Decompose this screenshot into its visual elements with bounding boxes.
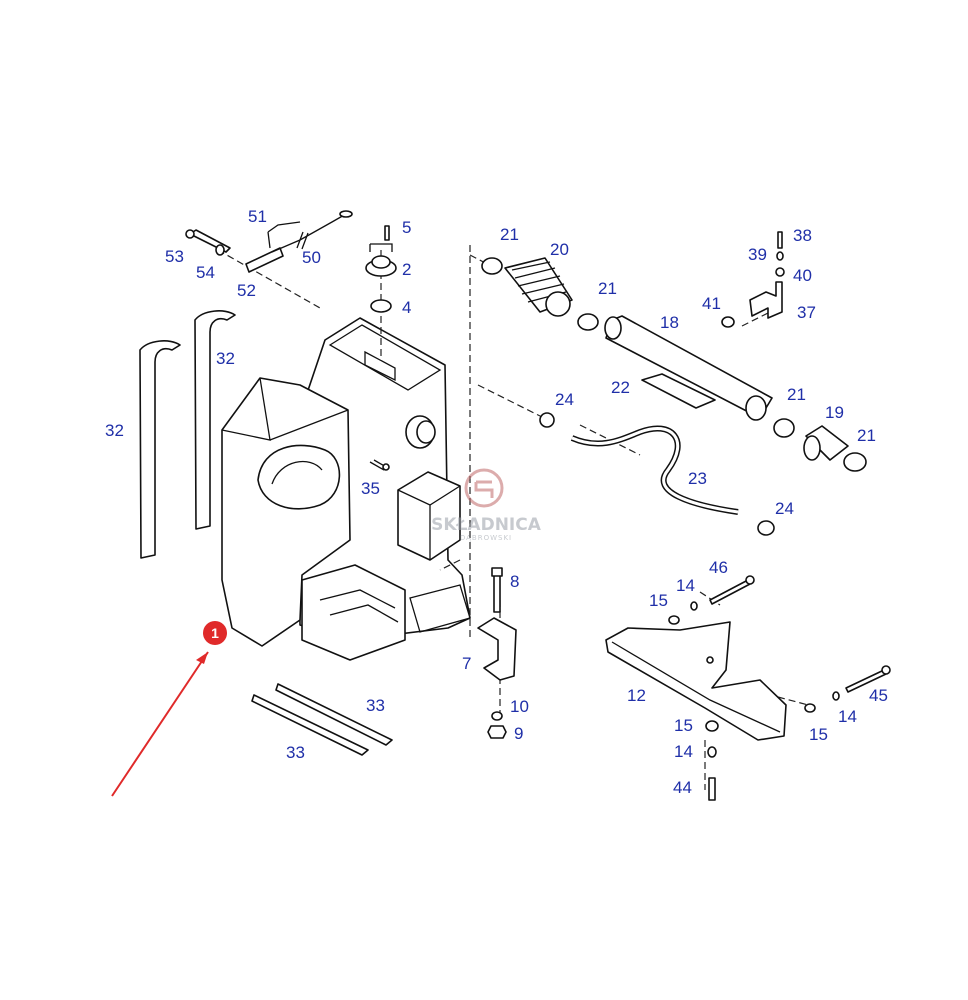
callout-24-a: 24 [555, 390, 574, 409]
cable-50-51 [267, 210, 353, 253]
marker-number: 1 [211, 625, 219, 641]
callout-50: 50 [302, 248, 321, 267]
callout-35: 35 [361, 479, 380, 498]
callout-12: 12 [627, 686, 646, 705]
washer-15-c [804, 703, 816, 713]
callout-14-a: 14 [676, 576, 695, 595]
callout-51: 51 [248, 207, 267, 226]
callout-8: 8 [510, 572, 519, 591]
callout-46: 46 [709, 558, 728, 577]
bolt-46 [709, 575, 755, 605]
callout-53: 53 [165, 247, 184, 266]
callout-15-a: 15 [649, 591, 668, 610]
highlight-marker: 1 [111, 621, 227, 797]
strap-32-right [194, 310, 236, 530]
callout-33-b: 33 [286, 743, 305, 762]
strip-33-a [275, 683, 393, 746]
plug-41 [721, 316, 735, 328]
callout-38: 38 [793, 226, 812, 245]
callout-21-c: 21 [787, 385, 806, 404]
washer-15-b [705, 720, 719, 732]
washer-15-a [668, 615, 680, 625]
plate-12 [605, 621, 787, 741]
watermark-subtitle: DĄBROWSKI [460, 534, 512, 542]
gasket-4 [370, 299, 392, 313]
hose-20 [504, 257, 573, 317]
clamp-24-b [757, 520, 775, 536]
tube-23 [570, 425, 739, 515]
pad-22 [641, 373, 716, 409]
callout-14-c: 14 [838, 707, 857, 726]
callout-23: 23 [688, 469, 707, 488]
bracket-37 [749, 281, 783, 319]
callout-20: 20 [550, 240, 569, 259]
bolt-45 [845, 665, 891, 693]
fuel-tank [221, 317, 471, 661]
watermark-logo: SKŁADNICA DĄBROWSKI [431, 468, 542, 542]
cap-2 [365, 243, 397, 277]
callout-52: 52 [237, 281, 256, 300]
callout-14-b: 14 [674, 742, 693, 761]
washer-14-a [690, 601, 698, 611]
callout-24-b: 24 [775, 499, 794, 518]
callout-22: 22 [611, 378, 630, 397]
callout-21-a: 21 [500, 225, 519, 244]
callout-9: 9 [514, 724, 523, 743]
clamp-21-b [577, 313, 599, 331]
screw-5 [384, 225, 390, 241]
callout-21-d: 21 [857, 426, 876, 445]
callout-21-b: 21 [598, 279, 617, 298]
callout-15-b: 15 [674, 716, 693, 735]
marker-badge [203, 621, 227, 645]
callout-37: 37 [797, 303, 816, 322]
watermark-circle [464, 468, 504, 508]
washer-14-c [832, 691, 840, 701]
washer-39 [776, 251, 784, 261]
callout-15-c: 15 [809, 725, 828, 744]
callout-5: 5 [402, 218, 411, 237]
screw-38 [777, 231, 783, 249]
callout-labels: 51 50 53 54 52 5 2 4 32 32 35 33 33 8 7 … [105, 207, 888, 797]
callout-45: 45 [869, 686, 888, 705]
callout-41: 41 [702, 294, 721, 313]
callout-39: 39 [748, 245, 767, 264]
bracket-7 [477, 617, 517, 681]
callout-10: 10 [510, 697, 529, 716]
clamp-21-c [773, 418, 795, 438]
strap-32-left [139, 340, 181, 559]
washer-10 [491, 711, 503, 721]
washer-40 [775, 267, 785, 277]
bolt-44 [708, 777, 716, 801]
callout-19: 19 [825, 403, 844, 422]
watermark-s-glyph [474, 480, 494, 498]
clamp-21-d [843, 452, 867, 472]
callout-7: 7 [462, 654, 471, 673]
callout-33-a: 33 [366, 696, 385, 715]
watermark-title: SKŁADNICA [431, 515, 542, 535]
callout-32-left: 32 [105, 421, 124, 440]
callout-32-right: 32 [216, 349, 235, 368]
washer-14-b [707, 746, 717, 758]
sleeve-19 [803, 425, 849, 461]
bolt-8 [491, 567, 503, 613]
callout-40: 40 [793, 266, 812, 285]
callout-54: 54 [196, 263, 215, 282]
strip-33-b [251, 694, 369, 756]
washer-54 [215, 244, 225, 256]
screw-35 [369, 461, 385, 471]
callout-18: 18 [660, 313, 679, 332]
callout-44: 44 [673, 778, 692, 797]
clamp-24-a [539, 412, 555, 428]
pipe-18 [604, 315, 773, 421]
callout-4: 4 [402, 298, 411, 317]
bracket-52 [245, 247, 284, 273]
callout-2: 2 [402, 260, 411, 279]
clamp-21-a [481, 257, 503, 275]
nut-9 [487, 725, 507, 739]
